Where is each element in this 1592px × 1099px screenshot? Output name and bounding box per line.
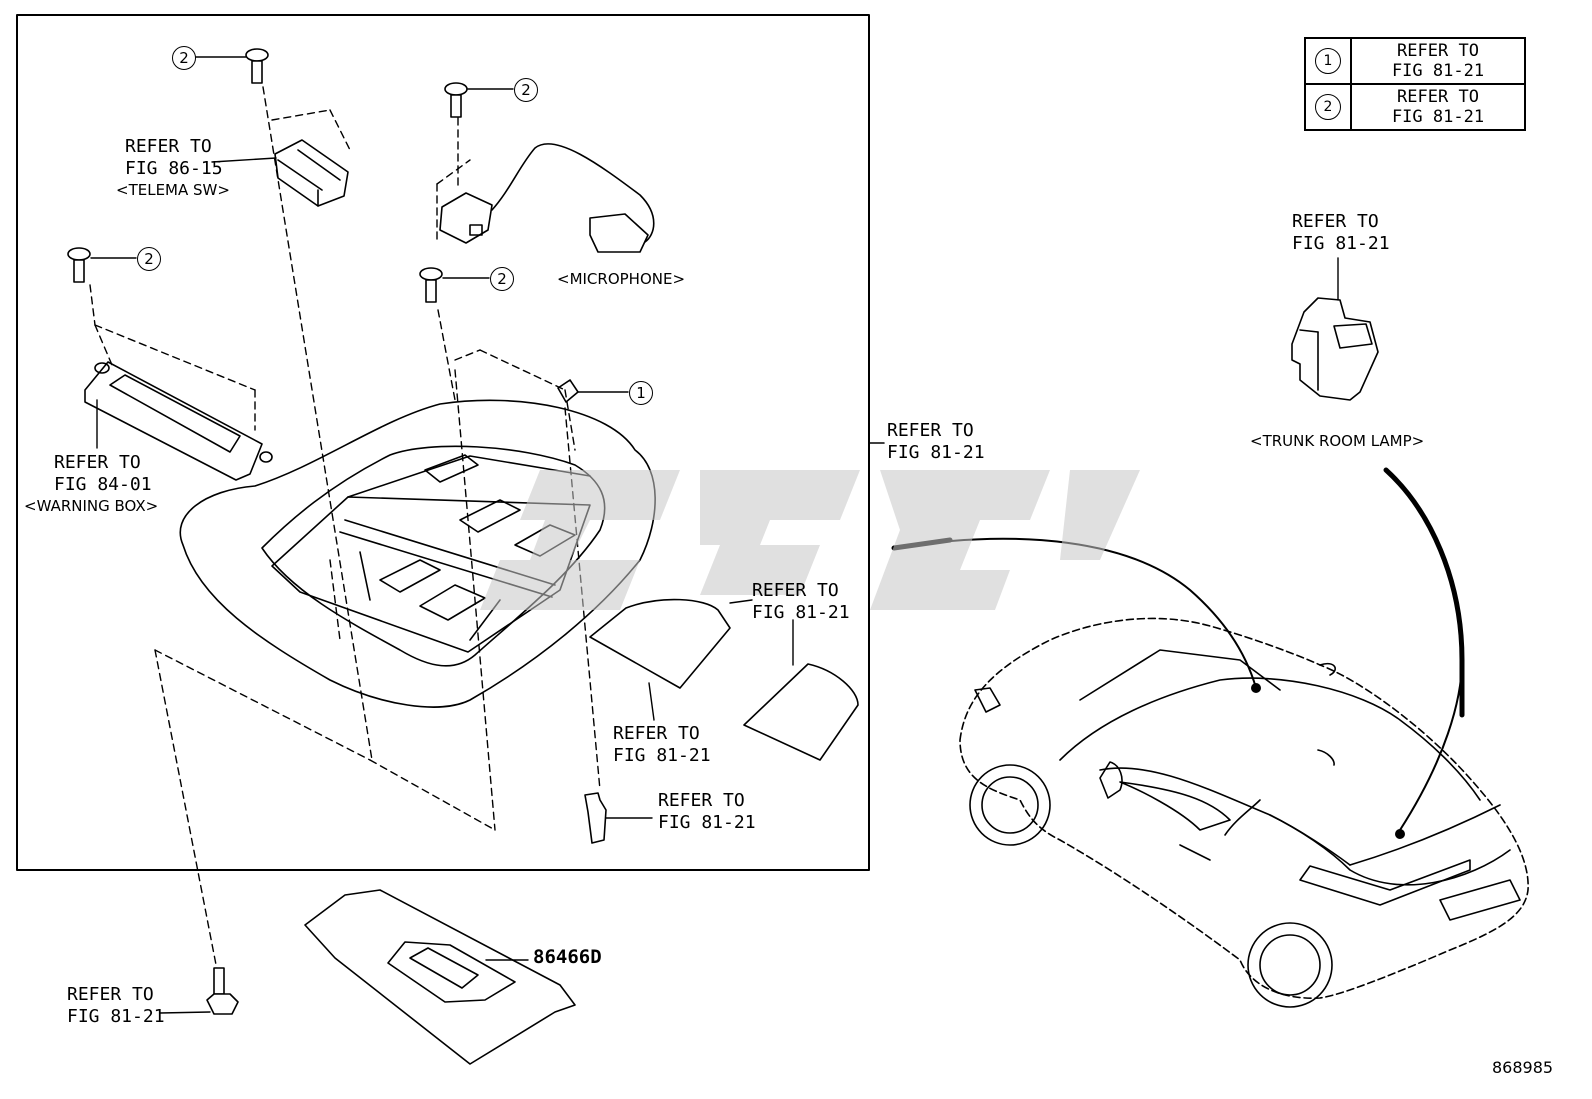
lens-center-ref-line2: FIG 81-21 xyxy=(613,745,711,766)
trunk-ref-line2: FIG 81-21 xyxy=(1292,233,1390,254)
lens-right-ref-line1: REFER TO xyxy=(752,580,839,601)
lens-center xyxy=(589,598,731,689)
garnish-86466D xyxy=(304,889,576,1065)
warning-ref-line2: FIG 84-01 xyxy=(54,474,152,495)
telema-ref-line2: FIG 86-15 xyxy=(125,158,223,179)
diagram-id: 868985 xyxy=(1492,1058,1554,1077)
legend-key: 2 xyxy=(1315,94,1341,120)
bolt-ref-line1: REFER TO xyxy=(67,984,154,1005)
overhead-console xyxy=(179,399,656,708)
frame-ref-line2: FIG 81-21 xyxy=(887,442,985,463)
legend-ref-line1: REFER TO xyxy=(1397,41,1479,61)
location-dot-trunk xyxy=(1395,829,1405,839)
frame-ref-line1: REFER TO xyxy=(887,420,974,441)
trunk-room-lamp xyxy=(1291,297,1379,401)
lens-right xyxy=(743,663,859,761)
car-illustration xyxy=(959,617,1529,1008)
bulb-ref-line1: REFER TO xyxy=(658,790,745,811)
warning-ref-line1: REFER TO xyxy=(54,452,141,473)
bulb-part xyxy=(584,792,607,844)
location-dot-console xyxy=(1251,683,1261,693)
legend-key: 1 xyxy=(1315,48,1341,74)
bolt-ref-line2: FIG 81-21 xyxy=(67,1006,165,1027)
telema-switch xyxy=(274,139,349,207)
lens-center-ref-line1: REFER TO xyxy=(613,723,700,744)
pointer-trunk-thick xyxy=(1383,467,1465,718)
microphone-part xyxy=(439,143,655,253)
lens-right-ref-line2: FIG 81-21 xyxy=(752,602,850,623)
telema-name: <TELEMA SW> xyxy=(116,181,230,199)
guide-lines xyxy=(89,86,601,976)
trunk-ref-line1: REFER TO xyxy=(1292,211,1379,232)
callout-1-clip: 1 xyxy=(629,381,653,405)
callout-leaders xyxy=(90,56,1339,1014)
microphone-name: <MICROPHONE> xyxy=(557,270,686,288)
callout-2-warning: 2 xyxy=(137,247,161,271)
callout-2-console: 2 xyxy=(490,267,514,291)
telema-ref-line1: REFER TO xyxy=(125,136,212,157)
trunk-lamp-name: <TRUNK ROOM LAMP> xyxy=(1250,432,1425,450)
legend-ref-line2: FIG 81-21 xyxy=(1391,61,1485,81)
part-number-label: 86466D xyxy=(533,946,602,968)
warning-box-part xyxy=(84,361,273,481)
legend-ref-line1: REFER TO xyxy=(1397,87,1479,107)
warning-name: <WARNING BOX> xyxy=(24,497,159,515)
screws xyxy=(67,48,468,1015)
pointer-console xyxy=(893,537,1257,689)
callout-2-mic: 2 xyxy=(514,78,538,102)
legend-ref-line2: FIG 81-21 xyxy=(1391,107,1485,127)
callout-2-telema: 2 xyxy=(172,46,196,70)
bulb-ref-line2: FIG 81-21 xyxy=(658,812,756,833)
